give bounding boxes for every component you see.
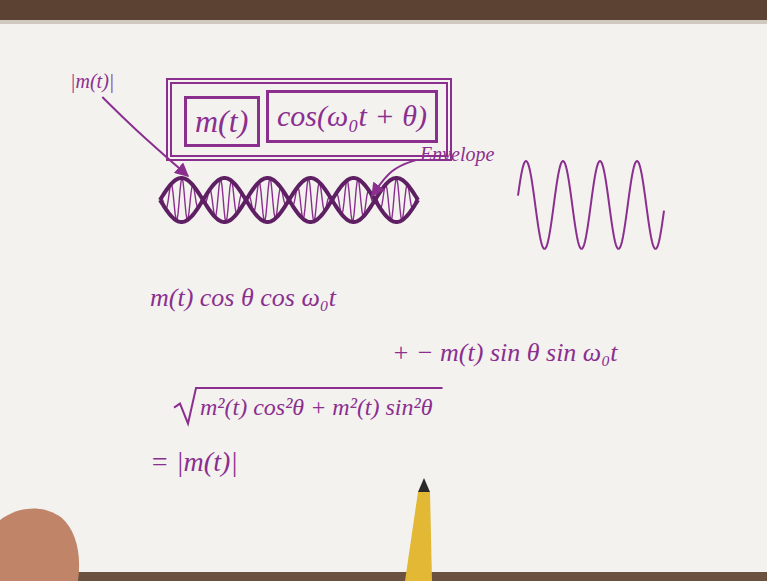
expression-text: m(t) — [187, 99, 257, 144]
envelope-magnitude-label: |m(t)| — [70, 70, 114, 93]
pencil-tip — [418, 478, 430, 492]
bottom-frame — [0, 572, 767, 581]
radical-sign — [174, 388, 443, 424]
carrier-sketch — [518, 161, 664, 249]
expression-box: m(t) — [184, 96, 260, 147]
expression-box: cos(ω₀t + θ) — [266, 90, 438, 143]
envelope-label: Envelope — [420, 143, 494, 166]
result-equation: = |m(t)| — [150, 446, 238, 478]
top-frame — [0, 0, 767, 20]
radicand: m²(t) cos²θ + m²(t) sin²θ — [200, 394, 433, 422]
leader-line — [372, 160, 416, 196]
leader-line — [102, 97, 188, 176]
frame-edge — [0, 20, 767, 24]
outer-box: m(t) cos(ω₀t + θ) — [166, 78, 452, 161]
equation-line: m(t) cos θ cos ω₀t — [150, 283, 336, 313]
expression-text: cos(ω₀t + θ) — [269, 93, 435, 140]
pencil — [405, 492, 432, 581]
equation-line: + − m(t) sin θ sin ω₀t — [392, 338, 617, 368]
hand — [0, 508, 79, 581]
